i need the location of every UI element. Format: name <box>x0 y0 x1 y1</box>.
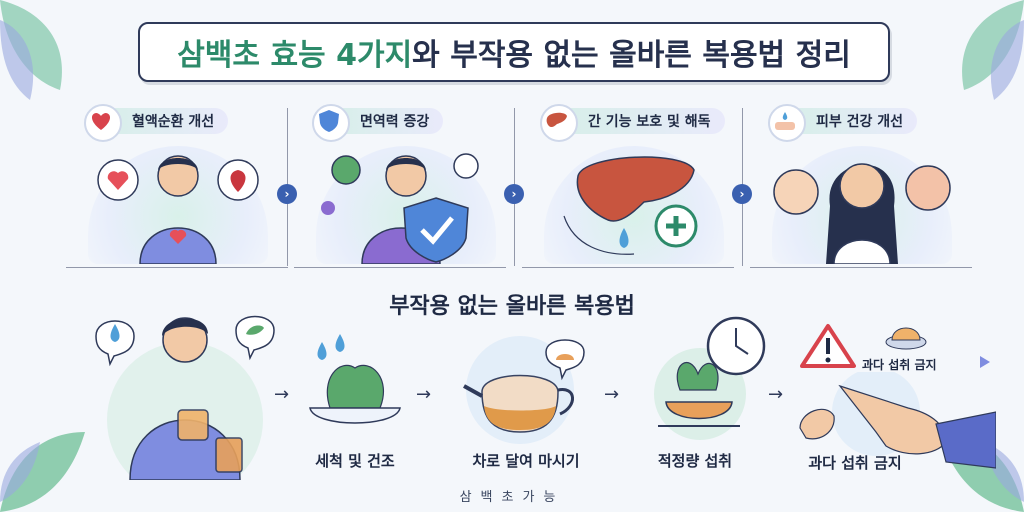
step-arrow-icon: → <box>416 384 432 405</box>
benefit-label: 피부 건강 개선 <box>786 108 918 134</box>
usage-heading: 부작용 없는 올바른 복용법 <box>389 294 635 319</box>
next-arrow-icon: › <box>277 184 297 204</box>
step-label: 과다 섭취 금지 <box>808 454 902 472</box>
section-divider <box>66 267 288 268</box>
teapot-illustration <box>463 336 585 444</box>
step-label: 차로 달여 마시기 <box>472 452 580 470</box>
play-triangle-icon <box>980 356 990 368</box>
panel-scene <box>316 146 496 265</box>
warning-label: 과다 섭취 금지 <box>862 358 937 372</box>
washed-leaves-bowl-illustration <box>309 334 401 424</box>
section-divider <box>522 267 734 268</box>
panel-scene <box>88 146 268 265</box>
next-arrow-icon: › <box>732 184 752 204</box>
benefit-panel-skin: 피부 건강 개선 <box>750 96 972 268</box>
step-arrow-icon: → <box>768 384 784 405</box>
liver-icon <box>540 104 578 142</box>
person-pouring-tea-illustration <box>95 315 275 480</box>
shield-icon <box>312 104 350 142</box>
benefit-panel-blood: 혈액순환 개선 <box>66 96 288 268</box>
title-banner: 삼백초 효능 4가지와 부작용 없는 올바른 복용법 정리 <box>138 22 890 82</box>
benefit-panel-immunity: 면역력 증강 <box>294 96 516 268</box>
excess-food-icon <box>885 327 927 350</box>
heart-icon <box>84 104 122 142</box>
corner-leaves-top-right <box>962 0 1024 100</box>
benefit-label: 혈액순환 개선 <box>102 108 229 134</box>
page-title: 삼백초 효능 4가지와 부작용 없는 올바른 복용법 정리 <box>177 30 851 74</box>
panel-scene <box>544 146 724 264</box>
step-arrow-icon: → <box>274 384 290 405</box>
tea-cup-clock-illustration <box>654 316 766 440</box>
step-label: 세척 및 건조 <box>315 452 395 470</box>
panel-scene <box>772 146 952 265</box>
title-rest: 와 부작용 없는 올바른 복용법 정리 <box>412 38 851 73</box>
corner-leaves-top-left <box>0 0 62 100</box>
next-arrow-icon: › <box>504 184 524 204</box>
corner-leaves-bottom-left <box>0 432 85 512</box>
section-divider <box>294 267 506 268</box>
step-arrow-icon: → <box>604 384 620 405</box>
title-highlight: 삼백초 효능 4가지 <box>177 38 413 73</box>
step-label: 적정량 섭취 <box>657 452 733 470</box>
footer-text: 삼백초가능 <box>459 490 565 505</box>
stop-hand-illustration <box>799 372 996 469</box>
warning-triangle-icon <box>800 324 856 368</box>
skin-icon <box>768 104 806 142</box>
benefit-label: 간 기능 보호 및 해독 <box>558 108 725 134</box>
section-divider <box>750 267 972 268</box>
benefit-panel-liver: 간 기능 보호 및 해독 <box>522 96 744 268</box>
